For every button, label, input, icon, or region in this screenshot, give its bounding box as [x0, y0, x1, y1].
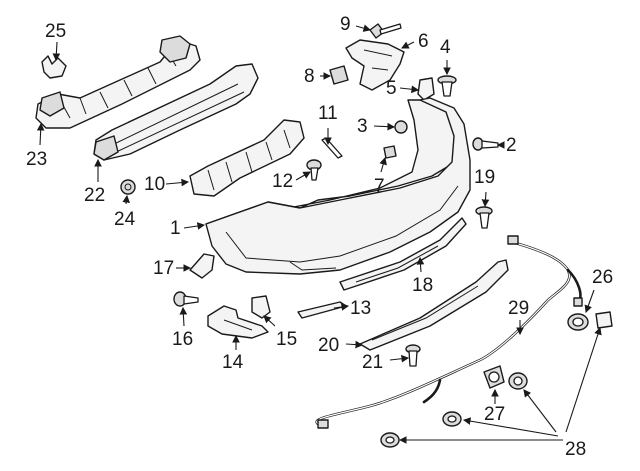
callout-10: 10 [144, 174, 166, 195]
part-17-bracket [189, 253, 215, 279]
part-27-park-sensor [483, 365, 505, 389]
callout-13: 13 [350, 298, 372, 319]
callout-23: 23 [26, 149, 48, 170]
leader-lines [36, 24, 602, 444]
callout-5: 5 [386, 78, 397, 99]
callout-25: 25 [45, 21, 67, 42]
part-9-bolt [369, 23, 402, 39]
part-14-lower-trim [207, 305, 269, 339]
callout-9: 9 [340, 14, 351, 35]
part-18-molding [339, 217, 467, 291]
callout-8: 8 [304, 66, 315, 87]
callout-15: 15 [276, 329, 298, 350]
callout-11: 11 [318, 103, 338, 124]
part-26-park-sensor [567, 311, 613, 331]
callout-4: 4 [440, 37, 451, 58]
part-29-wiring-harness [315, 235, 583, 429]
callout-27: 27 [484, 404, 506, 425]
part-8-clip [329, 65, 349, 85]
part-15-bracket [251, 295, 271, 319]
part-3-screw [394, 120, 408, 134]
callout-22: 22 [84, 185, 106, 206]
callout-26: 26 [592, 267, 614, 288]
part-25-bracket [41, 55, 67, 79]
part-4-push-pin [437, 75, 457, 97]
part-10-lower-absorber [189, 119, 305, 197]
callout-7: 7 [374, 176, 385, 197]
callout-14: 14 [222, 352, 244, 373]
part-12-push-clip [306, 159, 322, 181]
part-1-bumper-cover [205, 97, 471, 275]
part-28-park-sensors [380, 372, 528, 448]
part-5-bracket [417, 77, 435, 101]
part-23-reinforcement-bar [35, 35, 201, 129]
callout-19: 19 [474, 167, 496, 188]
part-7-clip [383, 145, 397, 159]
part-13-reflector [297, 301, 347, 319]
callout-17: 17 [153, 258, 175, 279]
callout-24: 24 [114, 209, 136, 230]
part-11-stud [321, 137, 343, 159]
callout-3: 3 [357, 116, 368, 137]
part-22-energy-absorber [93, 63, 259, 161]
callout-21: 21 [362, 352, 384, 373]
part-20-valance [359, 259, 509, 351]
part-21-bolt [405, 344, 421, 367]
callout-6: 6 [418, 31, 429, 52]
part-19-push-pin [475, 206, 493, 229]
callout-2: 2 [506, 135, 517, 156]
callout-12: 12 [272, 171, 294, 192]
callout-18: 18 [412, 275, 434, 296]
callout-16: 16 [172, 329, 194, 350]
callout-20: 20 [318, 335, 340, 356]
callout-28: 28 [565, 439, 587, 460]
part-24-grommet [120, 179, 136, 195]
part-2-screw [472, 137, 499, 151]
part-6-bracket [345, 39, 405, 91]
callout-1: 1 [170, 218, 181, 239]
callout-29: 29 [508, 298, 530, 319]
part-16-bolt [173, 291, 199, 307]
